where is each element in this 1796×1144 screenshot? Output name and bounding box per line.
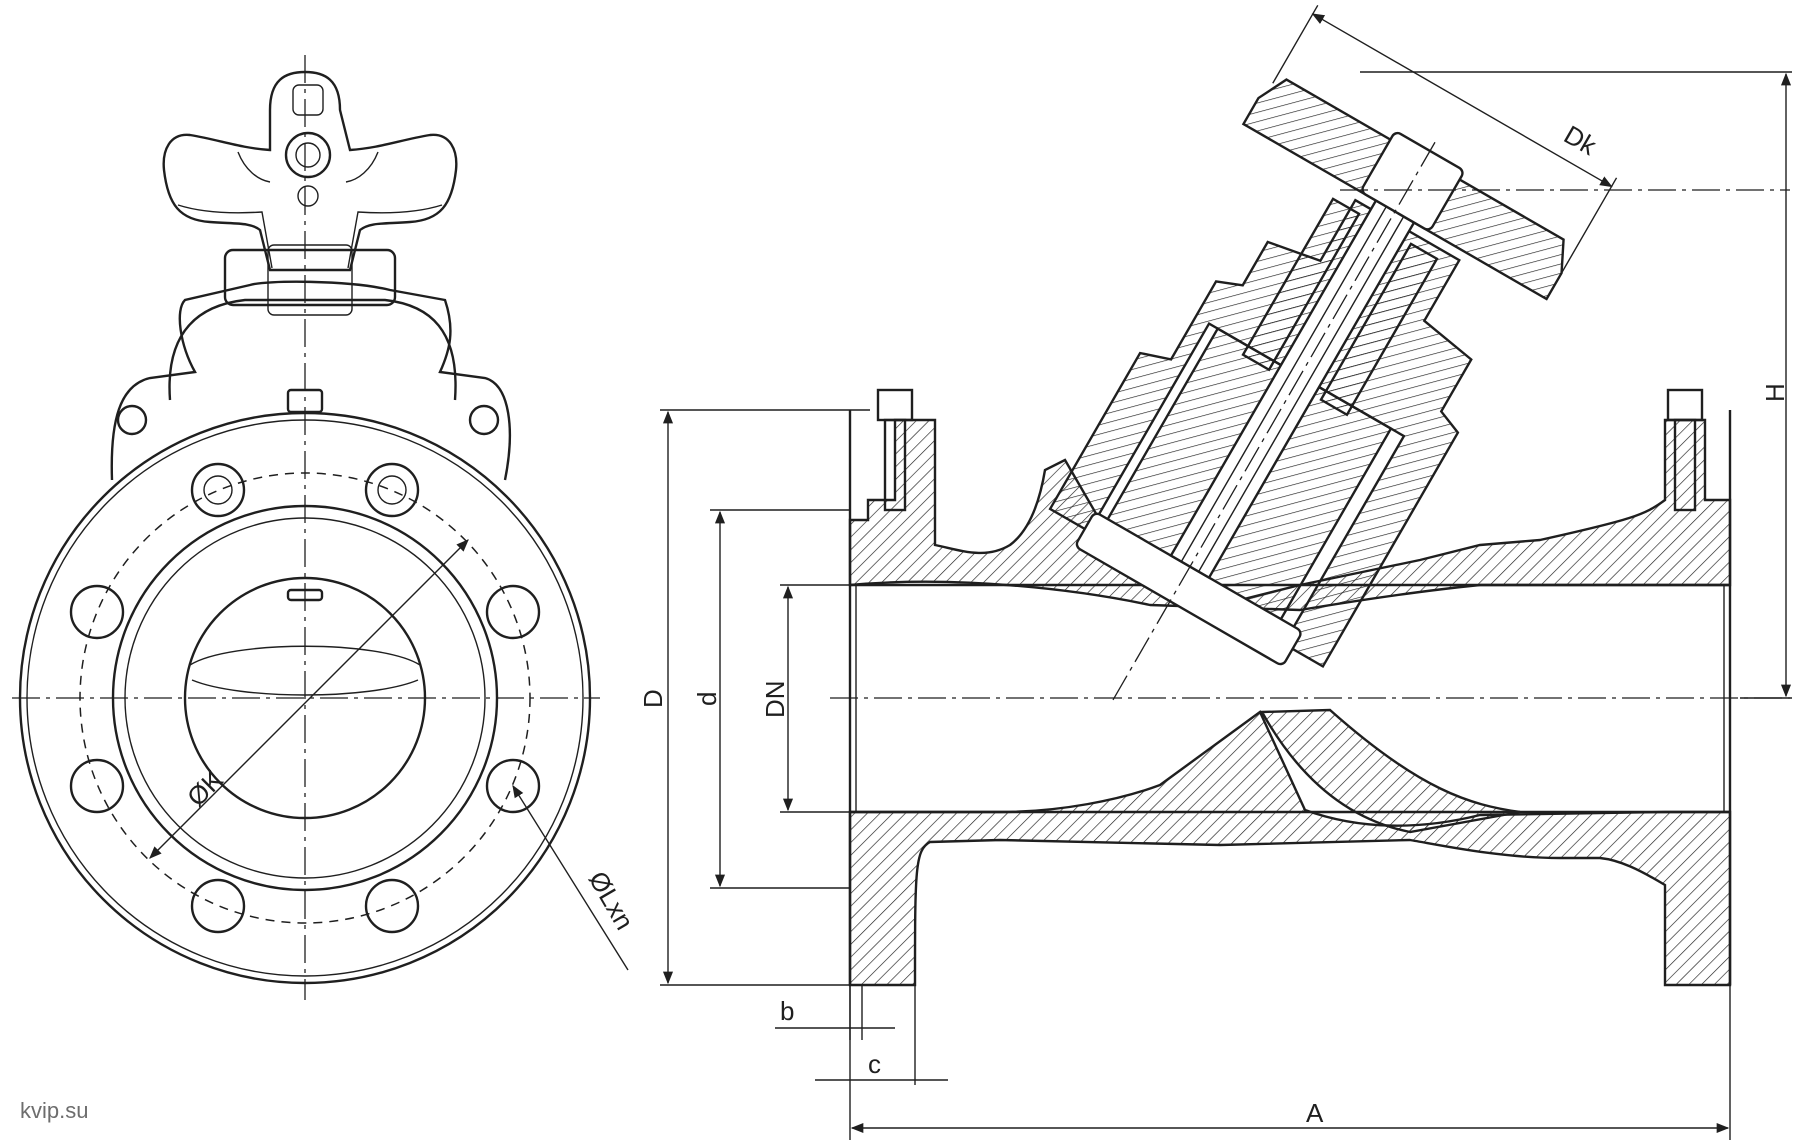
flange-bolt-right [1666, 388, 1704, 512]
dim-H-label: H [1760, 383, 1790, 402]
bonnet-cap [168, 298, 457, 401]
bolt-nut [377, 475, 407, 505]
handwheel-center-inner [295, 142, 321, 168]
handwheel-center-icon [284, 131, 332, 179]
dim-Dk-ext-left [1272, 4, 1319, 84]
spindle-left [1241, 197, 1361, 372]
bolt-shank [883, 418, 907, 512]
dim-L-leader [512, 784, 629, 971]
bolt-head [1666, 388, 1704, 422]
bolt-hole [190, 462, 246, 518]
dim-b-label: b [780, 996, 794, 1026]
dim-A-label: A [1306, 1098, 1324, 1128]
bonnet-bolt-right [468, 404, 500, 436]
dim-Dk-ext-right [1550, 177, 1618, 291]
bolt-hole [364, 462, 420, 518]
dim-DN-label: DN [760, 680, 790, 718]
body-upper-half [848, 418, 1732, 612]
handwheel-knob [162, 70, 458, 272]
bonnet-assembly [1048, 4, 1618, 706]
dim-Dk-label: Dk [1559, 119, 1602, 161]
bolt-nut [203, 475, 233, 505]
body-lower-half [848, 710, 1732, 987]
bolt-hole [485, 758, 541, 814]
dim-D-label: D [638, 689, 668, 708]
handwheel-arrow-right-icon [345, 151, 379, 183]
bolt-holes [69, 388, 541, 934]
bolt-hole [69, 758, 125, 814]
bolt-hole [485, 584, 541, 640]
stem-line-a [1180, 188, 1397, 562]
handwheel-symbol [297, 185, 319, 207]
dim-d-label: d [692, 692, 722, 706]
dim-Dk-line [1311, 13, 1613, 188]
dim-K-line [149, 539, 469, 859]
watermark: kvip.su [20, 1098, 89, 1123]
flange-bolt-left [876, 388, 914, 512]
section-view: Dk D d DN H [638, 4, 1792, 1140]
bolt-shank [1673, 418, 1697, 512]
stem-neck [223, 248, 397, 307]
bonnet-bolt-left [116, 404, 148, 436]
handwheel-arrow-left-icon [237, 151, 271, 183]
bonnet-housing [1048, 198, 1473, 669]
front-view: ØK ØLxn [12, 55, 640, 1000]
dim-c-label: c [868, 1049, 881, 1079]
stem-line-b [1198, 198, 1415, 572]
dim-L-label: ØLxn [583, 866, 640, 935]
handwheel-rim [177, 204, 443, 269]
bolt-head [876, 388, 914, 422]
bolt-hole [190, 878, 246, 934]
bonnet-outline [110, 280, 512, 481]
spindle-right [1319, 242, 1439, 417]
stem-neck-inner [267, 244, 353, 316]
bolt-hole [69, 584, 125, 640]
handwheel-cap [292, 84, 324, 116]
dim-K-label: ØK [181, 764, 229, 812]
bonnet-axis [1109, 141, 1436, 706]
bolt-hole [364, 878, 420, 934]
